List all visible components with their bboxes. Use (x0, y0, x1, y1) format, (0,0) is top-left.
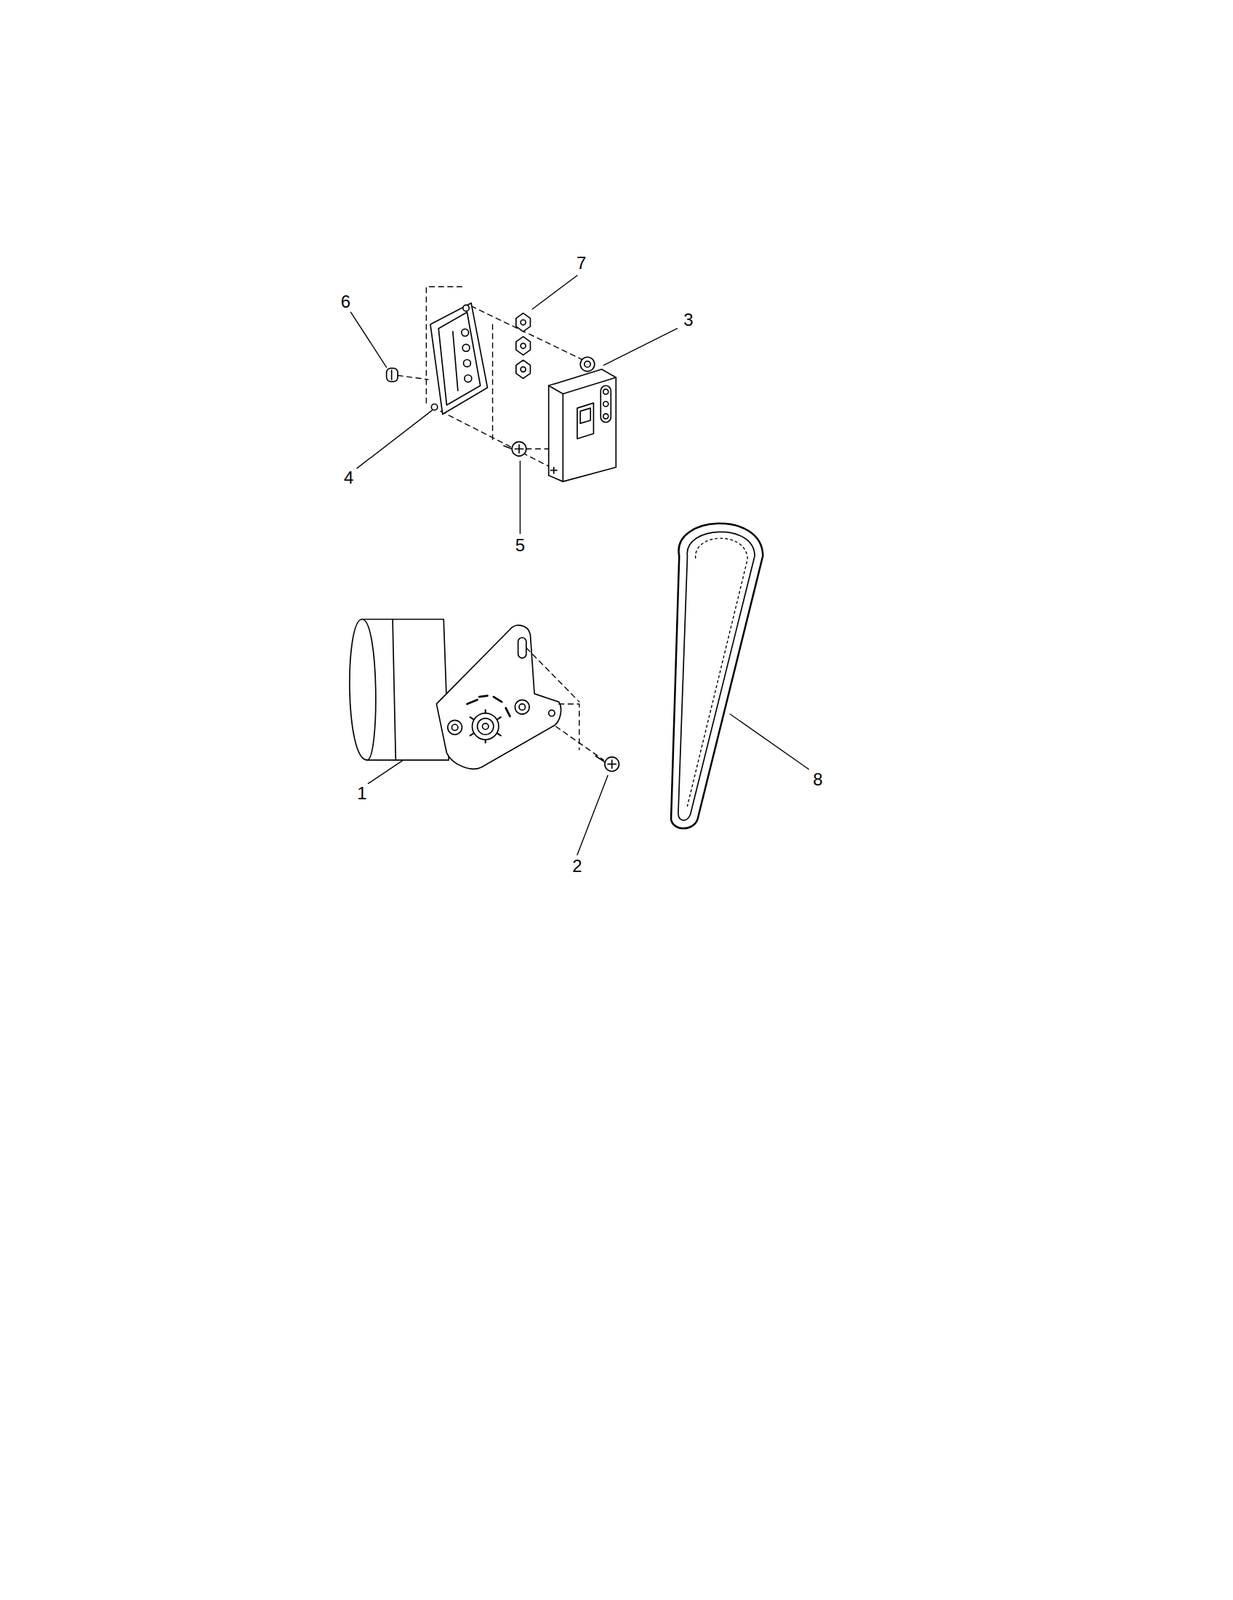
switch-box (548, 356, 617, 482)
drive-belt (671, 523, 763, 829)
callout-number: 6 (339, 292, 352, 312)
screw (386, 367, 398, 381)
callout-number: 4 (342, 468, 355, 488)
callout-number: 5 (513, 535, 527, 555)
callout-number: 8 (811, 769, 824, 789)
callout-number: 2 (570, 856, 584, 876)
callout-number: 7 (575, 253, 588, 273)
callout-number: 1 (355, 783, 368, 803)
gasket-plate (430, 303, 488, 415)
screw (503, 441, 527, 456)
motor (349, 618, 562, 769)
callout-number: 3 (681, 310, 695, 330)
nuts (516, 313, 531, 379)
assembly-lines (526, 647, 605, 760)
leader-lines (351, 275, 810, 855)
screw (595, 755, 619, 771)
